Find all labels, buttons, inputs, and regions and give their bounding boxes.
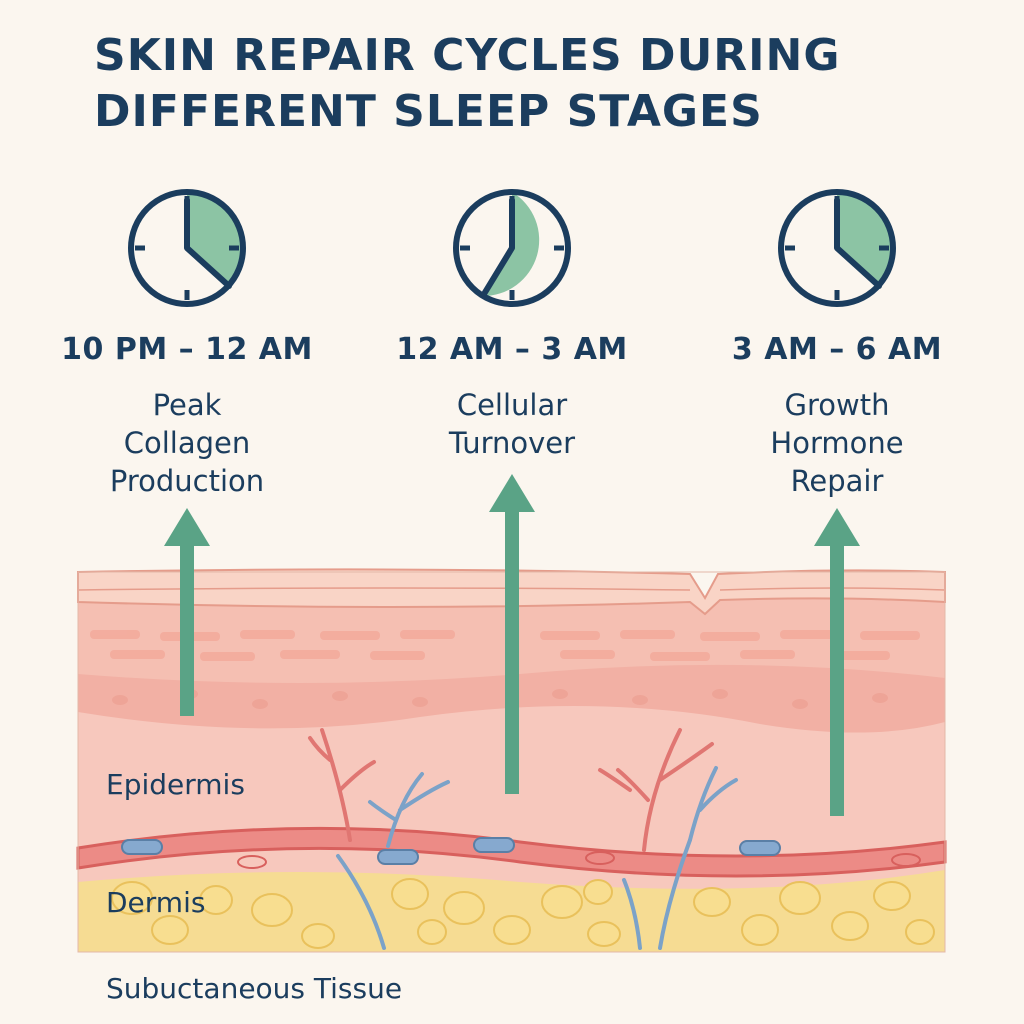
arrow-stage-1 [180,540,194,716]
stage-description-line: Cellular [456,388,568,422]
title-line-1: SKIN REPAIR CYCLES DURING [94,30,841,81]
stage-description-line: Collagen [123,426,251,460]
clock-icon [128,189,246,307]
stage-description: Growth Hormone Repair [687,386,987,500]
epidermis-label: Epidermis [106,768,245,801]
stage-description-line: Production [109,464,265,498]
arrow-stage-2 [505,506,519,794]
page-title: SKIN REPAIR CYCLES DURING DIFFERENT SLEE… [94,28,974,140]
stage-description-line: Hormone [770,426,904,460]
stage-description: Cellular Turnover [362,386,662,462]
clock-icon [778,189,896,307]
stage-description: Peak Collagen Production [37,386,337,500]
stage-3: 3 AM – 6 AM Growth Hormone Repair [687,186,987,500]
stage-description-line: Peak [152,388,222,422]
arrow-stage-3 [830,540,844,816]
stage-description-line: Repair [790,464,884,498]
subcutaneous-label: Subuctaneous Tissue [106,972,403,1005]
stage-1: 10 PM – 12 AM Peak Collagen Production [37,186,337,500]
title-line-2: DIFFERENT SLEEP STAGES [94,86,763,137]
clock-icon [453,189,571,307]
dermis-label: Dermis [106,886,206,919]
stage-2: 12 AM – 3 AM Cellular Turnover [362,186,662,462]
stage-time: 10 PM – 12 AM [61,332,313,367]
stage-time: 12 AM – 3 AM [396,332,628,367]
stage-description-line: Growth [784,388,890,422]
stage-time: 3 AM – 6 AM [731,332,943,367]
stage-description-line: Turnover [448,426,576,460]
